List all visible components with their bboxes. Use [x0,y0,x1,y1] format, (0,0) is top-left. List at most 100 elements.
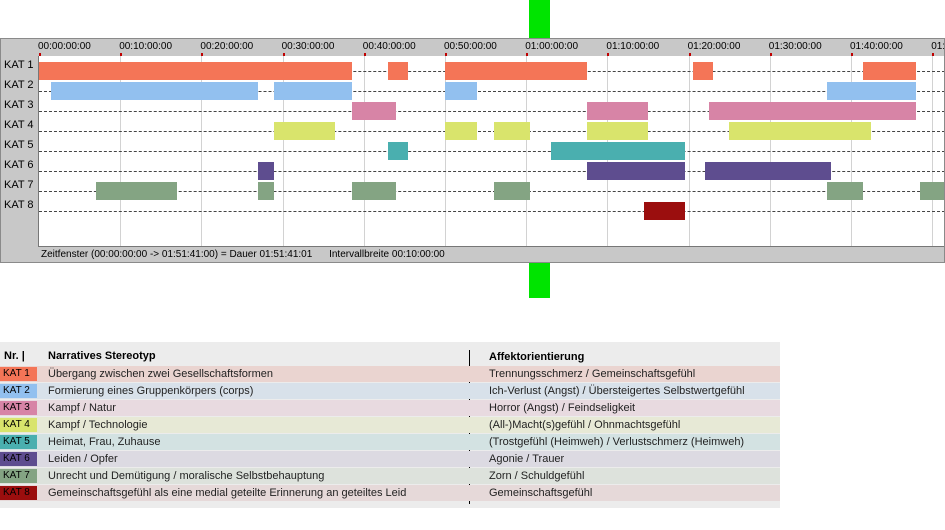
legend-stereotyp: Leiden / Opfer [48,453,118,465]
legend-affektorientierung: Trennungsschmerz / Gemeinschaftsgefühl [489,368,696,380]
tick-mark [282,53,285,56]
legend-category-badge: KAT 8 [0,486,37,500]
time-gridline [201,56,203,248]
category-segment[interactable] [708,102,916,120]
tick-label: 00:00:00:00 [38,41,91,52]
legend-header-affekt: Affektorientierung [489,351,585,363]
time-gridline [526,56,528,248]
category-segment[interactable] [920,182,944,200]
legend-affektorientierung: Zorn / Schuldgefühl [489,470,585,482]
category-row-baseline [39,211,944,212]
tick-label: 01:20:00:00 [687,41,741,52]
legend-row: KAT 7 Unrecht und Demütigung / moralische… [0,468,780,484]
category-row-label: KAT 7 [4,179,34,191]
legend-header-stereotyp: Narratives Stereotyp [48,350,156,362]
category-segment[interactable] [388,62,409,80]
category-segment[interactable] [258,182,275,200]
time-gridline [851,56,852,248]
legend-stereotyp: Kampf / Natur [48,402,116,414]
category-segment[interactable] [729,122,872,140]
playhead-marker-top[interactable] [529,0,550,38]
legend-affektorientierung: Agonie / Trauer [489,453,565,465]
category-segment[interactable] [274,82,352,100]
time-gridline [445,56,446,248]
tick-label: 00:20:00:00 [200,41,254,52]
category-row-baseline [39,131,944,132]
tick-mark [363,53,366,56]
category-row-baseline [39,171,944,172]
category-segment[interactable] [826,82,916,100]
tick-mark [445,53,447,56]
tick-mark [607,53,610,56]
category-segment[interactable] [493,122,531,140]
category-segment[interactable] [95,182,178,200]
category-segment[interactable] [351,102,397,120]
category-segment[interactable] [445,82,478,100]
legend-category-badge: KAT 7 [0,469,37,483]
time-gridline [363,56,365,248]
category-segment[interactable] [863,62,916,80]
category-segment[interactable] [704,162,831,180]
category-segment[interactable] [826,182,864,200]
category-segment[interactable] [258,162,275,180]
category-segment[interactable] [445,122,478,140]
tick-mark [688,53,691,56]
category-legend-table: Nr. | Narratives Stereotyp Affektorienti… [0,342,780,508]
legend-category-badge: KAT 4 [0,418,37,432]
legend-stereotyp: Formierung eines Gruppenkörpers (corps) [48,385,254,397]
timeline-track-area[interactable] [38,56,944,248]
category-row-label: KAT 5 [4,139,34,151]
legend-category-badge: KAT 1 [0,367,37,381]
time-gridline [282,56,284,248]
tick-label: 01:40:00:00 [850,41,903,52]
tick-label: 01:30:00:00 [768,41,822,52]
legend-category-badge: KAT 5 [0,435,37,449]
category-segment[interactable] [493,182,531,200]
legend-category-badge: KAT 3 [0,401,37,415]
tick-mark [526,53,529,56]
category-segment[interactable] [587,122,648,140]
tick-mark [851,53,853,56]
tick-label: 00:30:00:00 [281,41,335,52]
legend-affektorientierung: Gemeinschaftsgefühl [489,487,593,499]
time-gridline [769,56,771,248]
category-segment[interactable] [388,142,409,160]
legend-stereotyp: Heimat, Frau, Zuhause [48,436,161,448]
category-row-baseline [39,91,944,92]
category-segment[interactable] [587,102,648,120]
category-segment[interactable] [643,202,685,220]
category-row-label: KAT 8 [4,199,34,211]
time-gridline [932,56,934,248]
category-row-label: KAT 3 [4,99,34,111]
legend-affektorientierung: Ich-Verlust (Angst) / Übersteigertes Sel… [489,385,745,397]
category-segment[interactable] [351,182,397,200]
category-row-label: KAT 4 [4,119,34,131]
category-segment[interactable] [51,82,259,100]
tick-mark [201,53,204,56]
tick-mark [39,53,41,56]
category-row-label: KAT 2 [4,79,34,91]
category-segment[interactable] [445,62,588,80]
legend-stereotyp: Unrecht und Demütigung / moralische Selb… [48,470,325,482]
category-row-baseline [39,111,944,112]
legend-header-nr: Nr. | [4,350,25,362]
category-segment[interactable] [274,122,336,140]
playhead-marker-bottom[interactable] [529,263,550,298]
time-gridline [120,56,122,248]
category-segment[interactable] [692,62,713,80]
category-row-label: KAT 6 [4,159,34,171]
tick-label: 00:50:00:00 [444,41,497,52]
category-segment[interactable] [39,62,352,80]
tick-mark [120,53,123,56]
category-segment[interactable] [550,142,685,160]
category-segment[interactable] [587,162,685,180]
tick-label: 00:40:00:00 [362,41,416,52]
legend-affektorientierung: Horror (Angst) / Feindseligkeit [489,402,636,414]
category-row-baseline [39,151,944,152]
legend-row: KAT 3 Kampf / Natur Horror (Angst) / Feind… [0,400,780,416]
